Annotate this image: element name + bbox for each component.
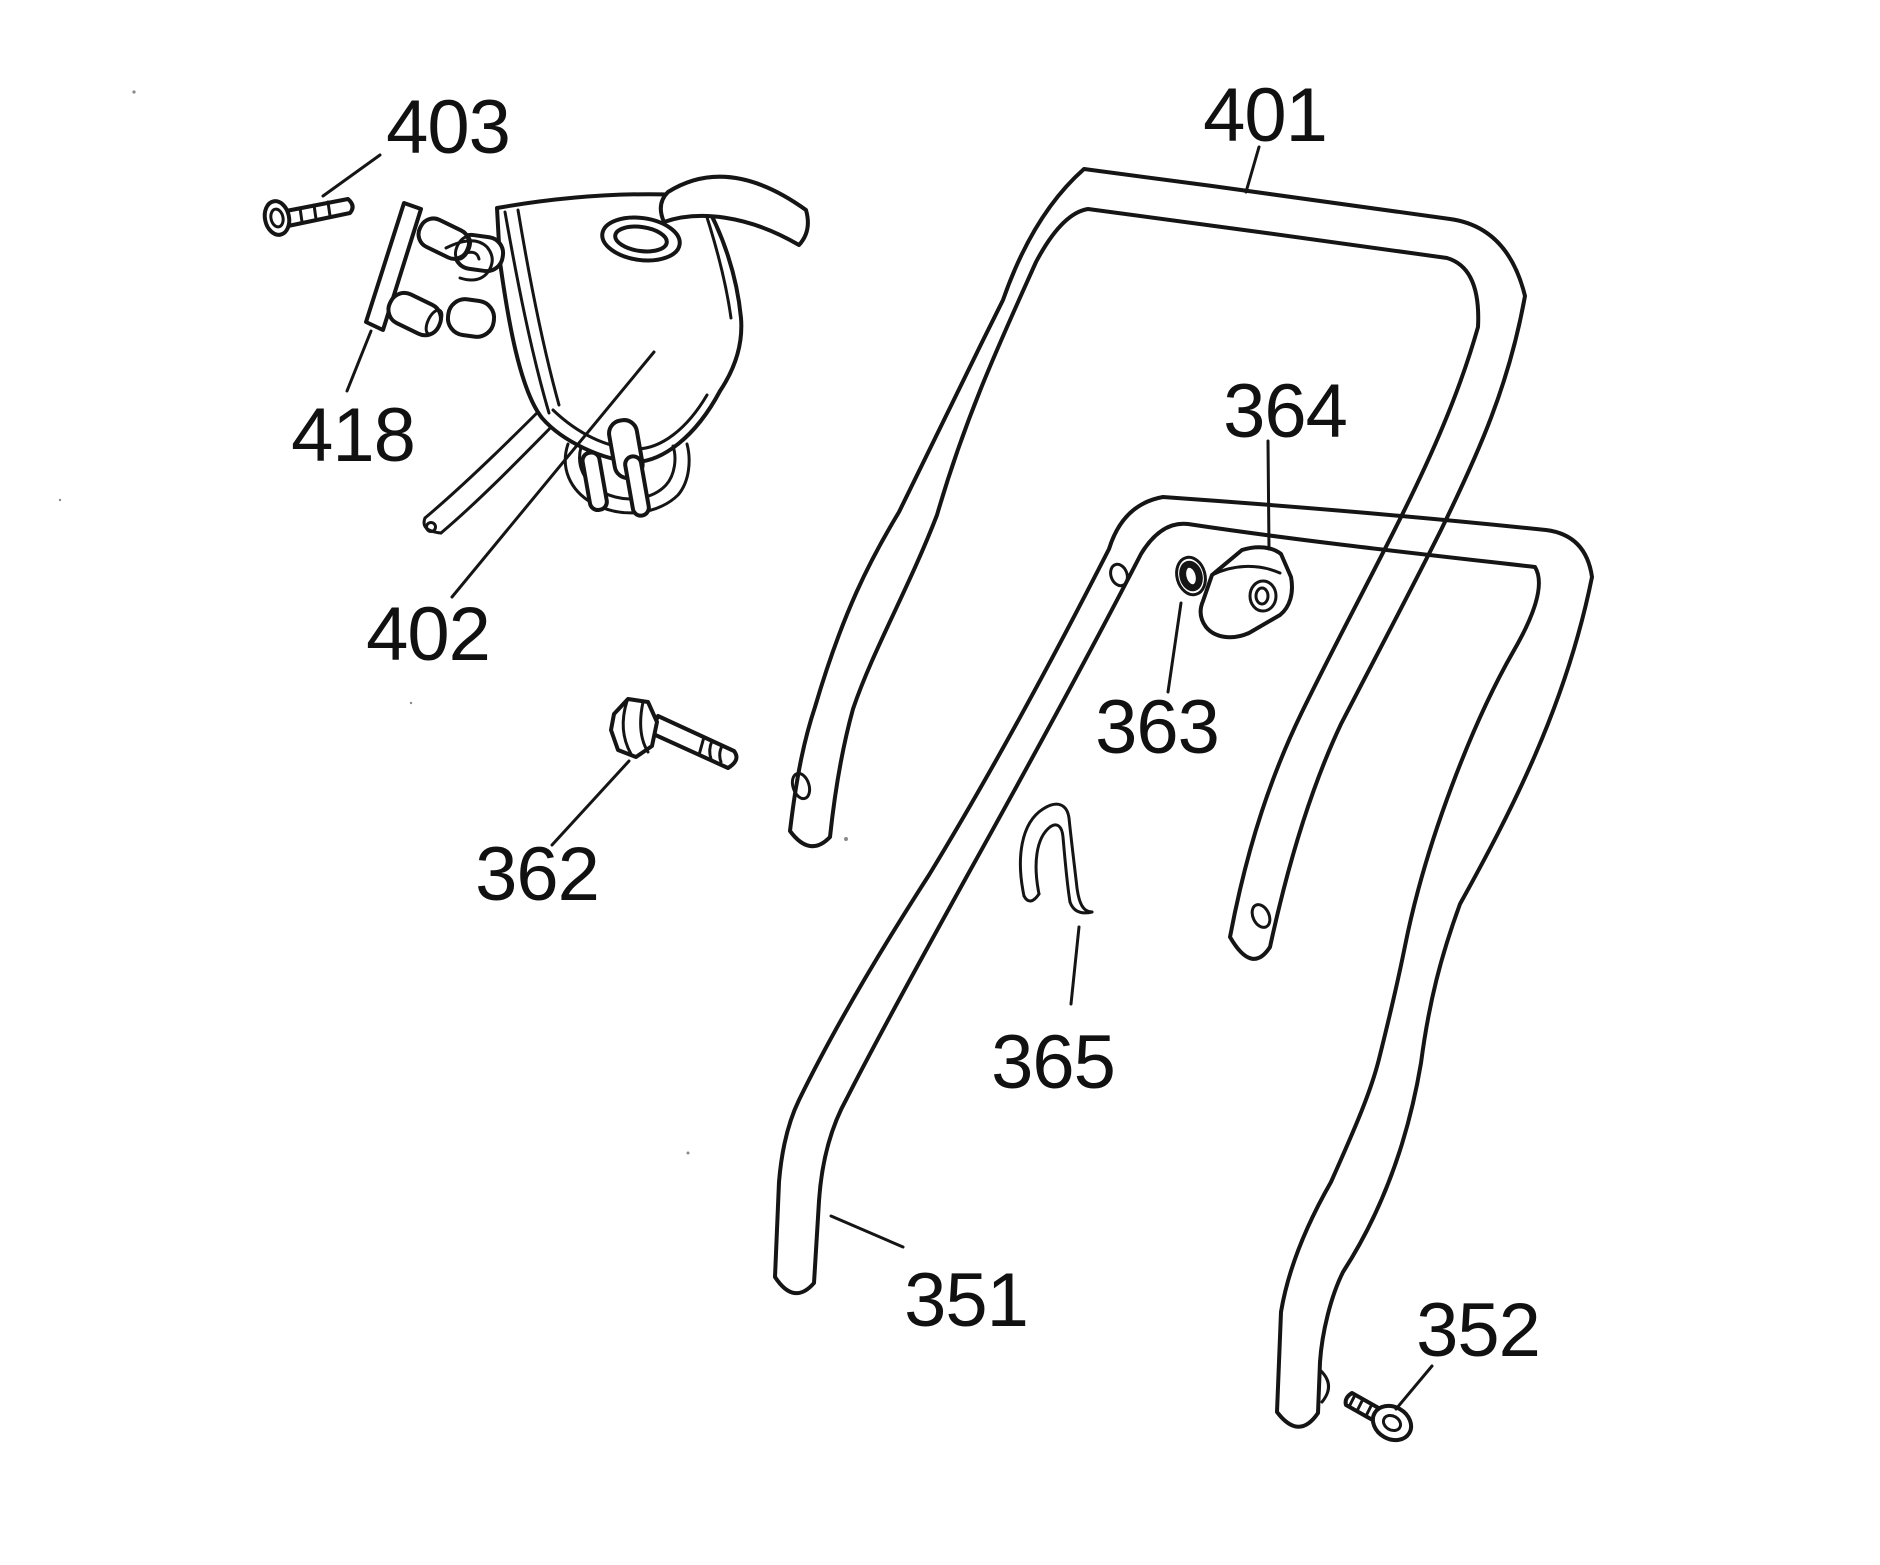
cable-clip xyxy=(1018,802,1094,915)
plug-socket xyxy=(563,418,691,518)
part-label-401: 401 xyxy=(1203,73,1327,158)
cable-wire-end xyxy=(425,521,437,533)
bracket-peg-lower-face xyxy=(424,308,444,336)
housing-front-crease-2 xyxy=(516,208,561,407)
screw-352 xyxy=(1343,1391,1414,1443)
switch-housing-assembly xyxy=(422,174,810,535)
leader-402 xyxy=(450,350,656,599)
leader-lines xyxy=(321,145,1434,1411)
washer xyxy=(1175,555,1207,597)
lower-handle-mounting-hole xyxy=(1109,562,1129,588)
control-lever-wand xyxy=(658,174,810,247)
lower-handle-tube xyxy=(773,495,1594,1429)
screw-403-head xyxy=(262,199,292,237)
plug-prong-right xyxy=(623,454,651,518)
knob-boss-hole xyxy=(1254,586,1270,606)
knob-body xyxy=(1198,545,1294,640)
lower-handle-outline xyxy=(773,495,1594,1429)
bracket-peg-upper-face xyxy=(453,235,473,261)
paper-speck xyxy=(409,701,413,705)
leader-351 xyxy=(829,1214,905,1249)
upper-handle-right-hole xyxy=(1250,903,1272,929)
screw-352-head xyxy=(1370,1403,1414,1443)
lower-handle-end-tab xyxy=(1318,1368,1330,1404)
bracket-hook-inner xyxy=(464,250,481,261)
part-label-351: 351 xyxy=(904,1258,1028,1343)
bracket-peg-lower xyxy=(386,290,443,338)
bolt-shank xyxy=(649,714,739,770)
carriage-bolt xyxy=(609,697,739,770)
part-labels: 403 418 402 401 364 363 362 365 351 352 xyxy=(291,73,1541,1373)
upper-handle-tube xyxy=(788,167,1527,961)
part-label-365: 365 xyxy=(991,1020,1115,1105)
bracket-bar xyxy=(364,201,423,332)
bracket-hook xyxy=(444,239,494,282)
knob-boss xyxy=(1248,579,1278,613)
knob-top-crease xyxy=(1210,564,1282,577)
paper-speck xyxy=(686,1151,690,1155)
part-label-363: 363 xyxy=(1095,685,1219,770)
leader-365 xyxy=(1069,925,1081,1006)
housing-front-crease xyxy=(503,210,551,415)
washer-ring xyxy=(1179,560,1203,592)
screw-403 xyxy=(262,197,355,237)
housing-side-bump-lower xyxy=(445,297,497,339)
part-label-403: 403 xyxy=(386,85,510,170)
cable-clamp-bracket xyxy=(364,201,494,338)
screw-403-shank xyxy=(284,197,355,228)
leader-401 xyxy=(1244,145,1261,194)
plug-prong-left xyxy=(580,450,609,513)
leader-362 xyxy=(550,759,631,847)
upper-handle-left-hole xyxy=(790,771,812,801)
upper-handle-outline xyxy=(788,167,1527,961)
part-label-352: 352 xyxy=(1416,1288,1540,1373)
bolt-hex-head xyxy=(609,697,659,759)
washer-outer xyxy=(1175,555,1207,597)
part-label-418: 418 xyxy=(291,393,415,478)
leader-403 xyxy=(321,153,382,198)
housing-top-boss xyxy=(600,215,682,263)
paper-speck xyxy=(58,498,62,502)
part-label-364: 364 xyxy=(1223,369,1347,454)
paper-speck xyxy=(844,837,848,841)
handle-knob xyxy=(1198,545,1294,640)
leader-418 xyxy=(345,329,373,393)
leader-363 xyxy=(1166,601,1183,694)
part-label-402: 402 xyxy=(366,592,490,677)
leader-352 xyxy=(1394,1364,1434,1411)
part-label-362: 362 xyxy=(475,832,599,917)
leader-364 xyxy=(1266,439,1271,551)
paper-speck xyxy=(132,90,136,94)
